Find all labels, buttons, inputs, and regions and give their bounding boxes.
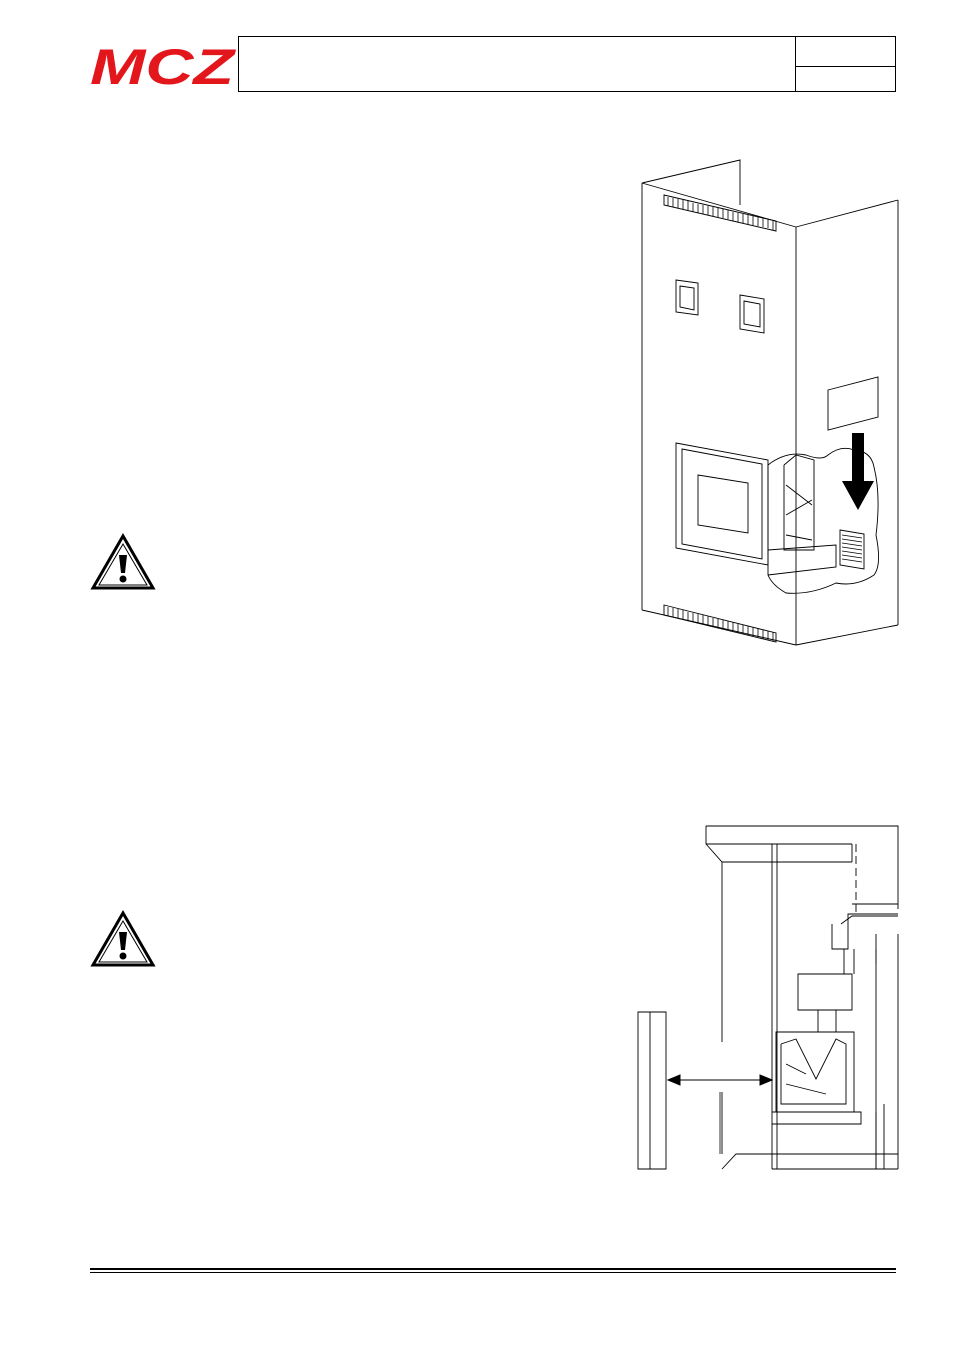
footer-rule	[90, 1268, 896, 1270]
installation-section-drawing	[636, 824, 902, 1174]
svg-text:MCZ: MCZ	[90, 40, 237, 88]
warning-triangle-icon	[90, 533, 156, 591]
warning-triangle-icon	[90, 910, 156, 968]
mcz-logo: MCZ	[90, 40, 237, 88]
stove-cladding-illustration	[636, 155, 902, 655]
header-hline	[795, 66, 896, 67]
header-box	[238, 36, 896, 92]
footer-rule-thin	[90, 1272, 896, 1273]
header-divider	[795, 36, 796, 92]
down-arrow-icon	[842, 433, 874, 510]
